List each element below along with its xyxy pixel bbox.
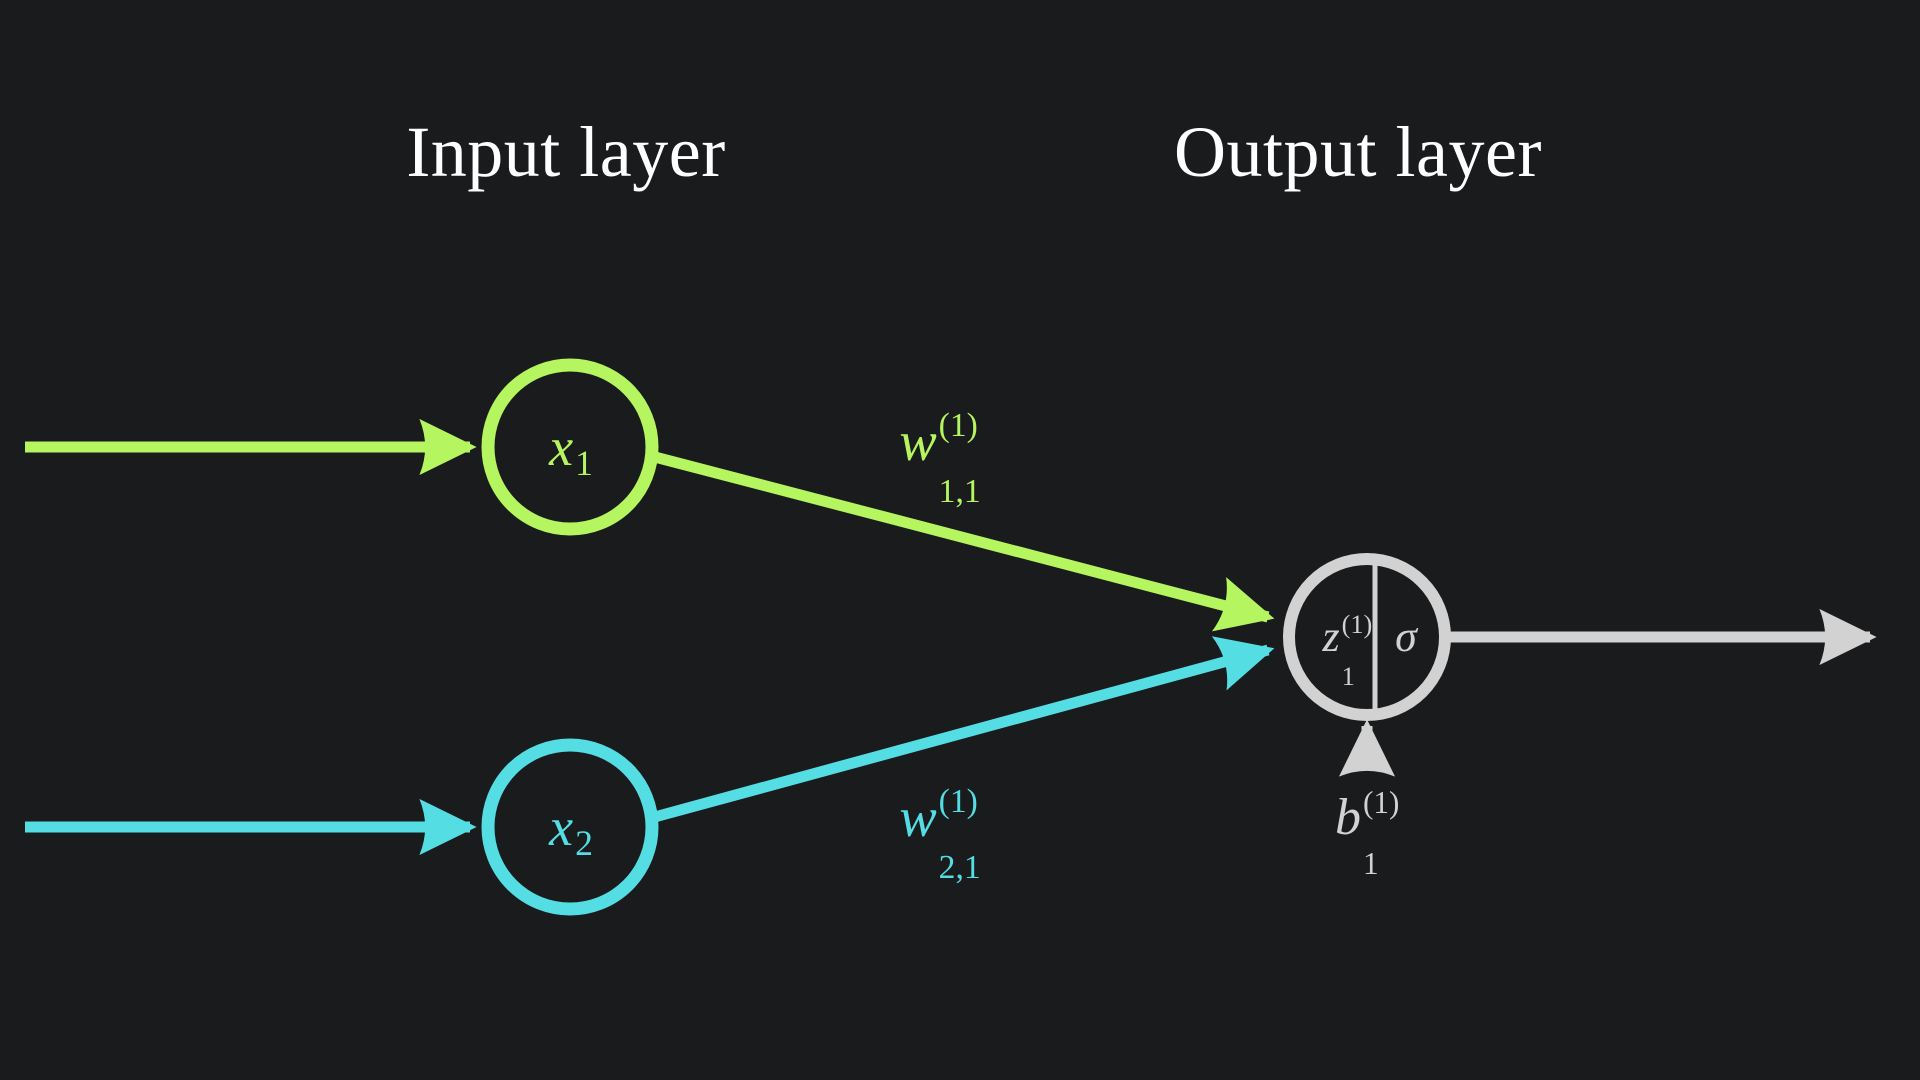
- bias-b1-subscript: 1: [1363, 846, 1379, 882]
- weight-w21-subscript: 2,1: [938, 849, 981, 887]
- node-output-z-subscript: 1: [1341, 661, 1355, 692]
- node-output-activation-symbol: σ: [1395, 612, 1417, 661]
- weight-w21-superscript: (1): [938, 782, 978, 820]
- node-output: [1283, 553, 1451, 721]
- node-output-z-variable: z: [1322, 612, 1340, 661]
- bias-b1-superscript: (1): [1363, 784, 1400, 820]
- weight-label-w11: w(1) 1,1: [899, 409, 980, 509]
- weight-w11-variable: w: [899, 411, 937, 473]
- output-layer-title: Output layer: [1174, 112, 1542, 192]
- weight-w11-superscript: (1): [938, 406, 978, 444]
- weight-w21-variable: w: [899, 787, 937, 849]
- node-x1-label: x1: [549, 417, 593, 481]
- weight-label-w21: w(1) 2,1: [899, 785, 980, 885]
- node-x2-label: x2: [549, 797, 593, 861]
- edge-w21: [649, 636, 1275, 824]
- node-x1-variable: x: [549, 417, 574, 477]
- bias-b1-variable: b: [1335, 789, 1361, 846]
- weight-w11-subscript: 1,1: [938, 473, 981, 511]
- bias-label-b1: b(1) 1: [1335, 786, 1399, 879]
- node-x2-subscript: 2: [575, 822, 593, 863]
- node-x1-subscript: 1: [575, 442, 593, 483]
- node-output-preactivation-label: z(1) 1: [1322, 610, 1372, 689]
- node-x2-variable: x: [549, 797, 574, 857]
- input-layer-title: Input layer: [406, 112, 726, 192]
- node-x2: [481, 738, 659, 916]
- edge-w11: [649, 450, 1275, 632]
- node-output-z-superscript: (1): [1341, 608, 1373, 639]
- node-x1: [481, 358, 659, 536]
